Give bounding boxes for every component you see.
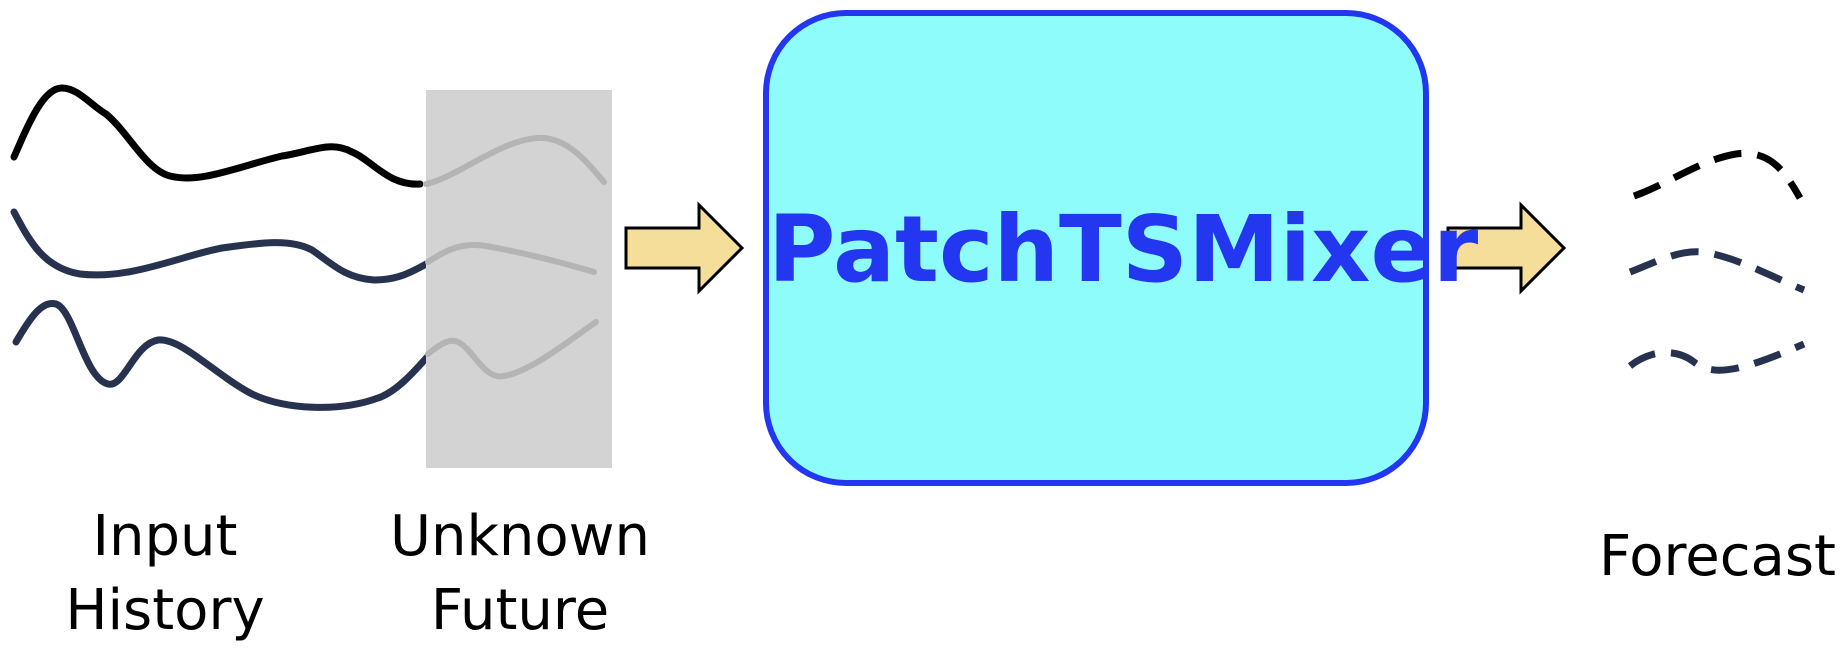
unknown-future-region <box>426 90 612 468</box>
input-history-series <box>10 84 434 411</box>
future-series-1 <box>423 134 607 187</box>
history-series-1 <box>10 84 424 188</box>
forecast-series-2 <box>1628 248 1806 294</box>
model-label: PatchTSMixer <box>768 196 1479 303</box>
input-history-caption-line-1: Input <box>92 504 238 569</box>
forecast-series <box>1627 150 1806 374</box>
model-box <box>763 10 1429 486</box>
output-arrow <box>1446 201 1567 295</box>
history-series-2 <box>10 208 434 284</box>
input-arrow <box>624 201 745 295</box>
history-series-3 <box>12 300 432 411</box>
forecast-caption-text: Forecast <box>1599 524 1836 589</box>
future-series-2 <box>425 242 597 275</box>
future-series-3 <box>425 319 599 380</box>
unknown-future-caption-line-1: Unknown <box>390 504 650 569</box>
unknown-future-series <box>423 134 607 380</box>
forecast-series-1 <box>1632 150 1804 200</box>
forecast-series-3 <box>1627 340 1806 374</box>
forecast-caption: Forecast <box>1590 520 1845 594</box>
input-history-caption: Input History <box>40 500 290 648</box>
input-history-caption-line-2: History <box>65 578 265 643</box>
unknown-future-caption-line-2: Future <box>430 578 610 643</box>
unknown-future-caption: Unknown Future <box>370 500 670 648</box>
